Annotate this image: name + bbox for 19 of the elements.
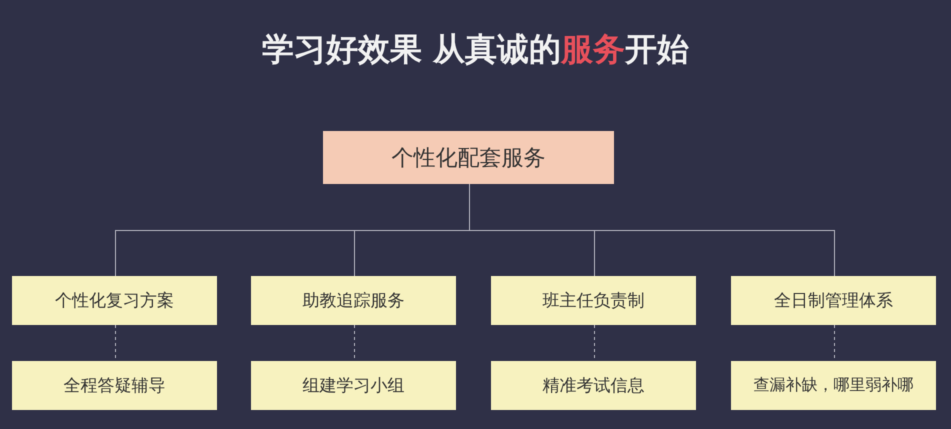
title: 学习好效果 从真诚的服务开始 xyxy=(260,29,690,70)
node-label: 组建学习小组 xyxy=(302,375,404,397)
root-box xyxy=(323,131,614,184)
service-box xyxy=(491,361,696,410)
service-box xyxy=(251,361,456,410)
service-box xyxy=(731,276,936,325)
node-label: 助教追踪服务 xyxy=(302,290,404,312)
node-label: 查漏补缺，哪里弱补哪 xyxy=(754,375,914,396)
service-box xyxy=(731,361,936,410)
node-label: 全程答疑辅导 xyxy=(64,375,166,397)
service-box xyxy=(491,276,696,325)
service-box xyxy=(12,276,217,325)
node-label: 个性化配套服务 xyxy=(392,144,546,172)
service-box xyxy=(251,276,456,325)
node-label: 精准考试信息 xyxy=(542,375,644,397)
node-label: 个性化复习方案 xyxy=(55,290,174,312)
node-label: 班主任负责制 xyxy=(542,290,644,312)
service-box xyxy=(12,361,217,410)
node-label: 全日制管理体系 xyxy=(774,290,893,312)
